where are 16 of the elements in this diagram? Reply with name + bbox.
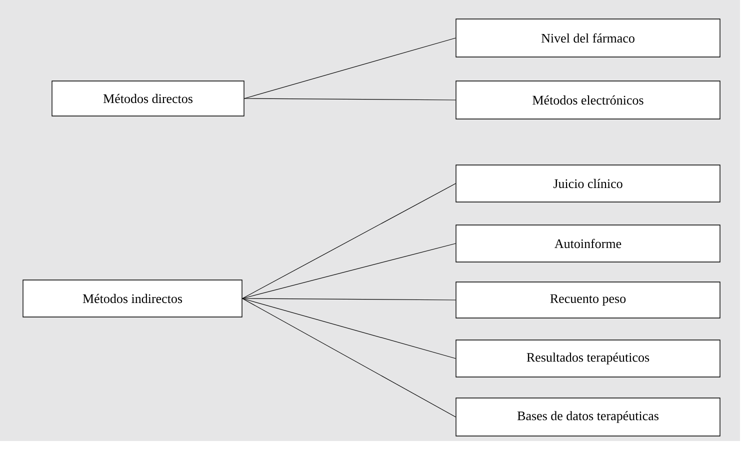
connector-line [242, 298, 456, 359]
connector-line [242, 298, 456, 418]
method-box: Bases de datos terapéuticas [456, 398, 720, 436]
connector-line [242, 183, 456, 299]
method-box: Métodos indirectos [22, 280, 242, 318]
connector-line [242, 243, 456, 299]
method-box: Métodos electrónicos [456, 80, 720, 120]
connector-line [242, 298, 456, 300]
method-box: Juicio clínico [456, 164, 720, 202]
method-box: Recuento peso [456, 282, 720, 318]
connector-line [244, 38, 456, 99]
method-box: Resultados terapéuticos [456, 340, 720, 378]
method-box: Métodos directos [52, 80, 244, 116]
method-box: Nivel del fármaco [456, 18, 720, 58]
method-box: Autoinforme [456, 224, 720, 262]
connector-line [244, 98, 456, 100]
